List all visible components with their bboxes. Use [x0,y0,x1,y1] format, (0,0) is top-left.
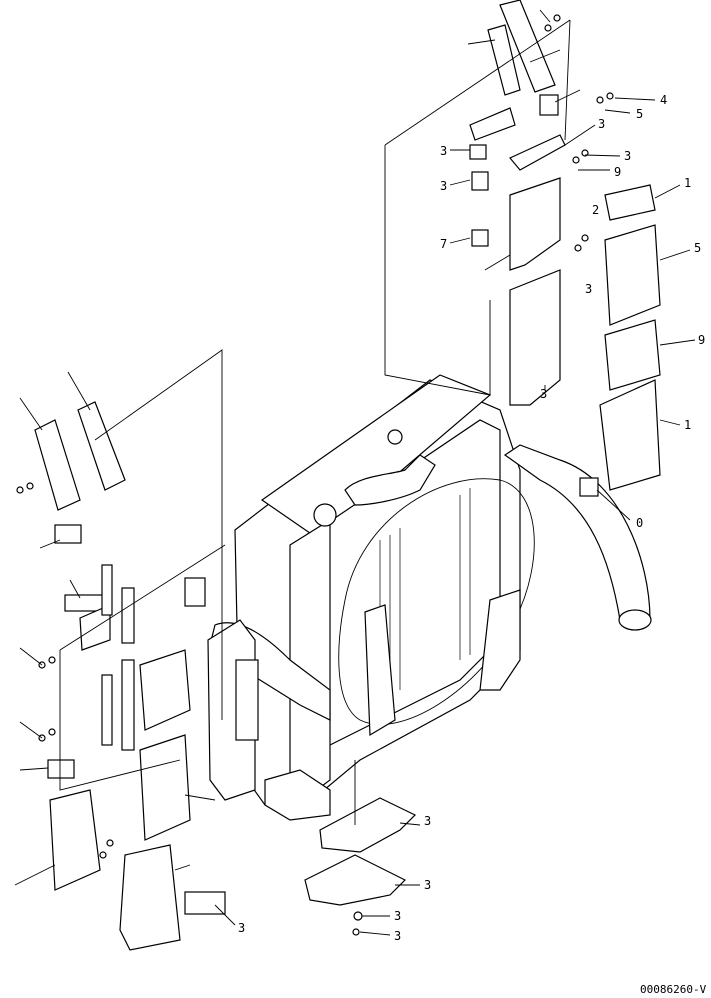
bolt-icon [581,149,589,157]
outlet-tube-end [618,609,652,631]
group-boundary-left [59,349,226,791]
callout: 3 [424,814,431,828]
radiator-assembly [207,374,652,821]
seal-block-9 [604,319,661,391]
left-bottom-block [119,844,181,951]
seal-panel-5 [604,224,661,326]
bolt-icon [574,244,582,252]
callout: 1 [684,176,691,190]
callout: 2 [592,203,599,217]
bolt-icon [572,156,580,164]
left-pad-a [54,524,82,544]
seal-block-1 [604,184,656,221]
filler-cap [313,503,337,527]
left-strip-d [101,674,113,746]
pad-small-a [539,94,559,116]
bolt-icon [26,482,34,490]
callout: 5 [636,107,643,121]
pad-small-c [471,171,489,191]
bolt-icon [16,486,24,494]
callout: 3 [598,117,605,131]
group-boundary-top [384,19,571,396]
callout: 4 [660,93,667,107]
callout: 3 [424,878,431,892]
left-parts [16,349,226,951]
callout: 3 [540,387,547,401]
left-pad-e [184,577,206,607]
leader-lines [14,9,696,936]
callout: 1 [684,418,691,432]
cover-top-a [499,0,556,93]
angle-bracket [509,134,566,171]
callout: 9 [614,165,621,179]
side-bracket-plate [235,659,259,741]
bolt-icon [581,234,589,242]
left-cover-b [77,401,126,491]
bottom-plate-a [319,797,417,853]
left-plate [49,789,101,891]
bottom-parts [304,760,417,936]
lower-support-foot [264,769,331,821]
left-strip-b [121,587,135,644]
left-pad-d [47,759,75,779]
callout: 3 [585,282,592,296]
bolt-icon [553,14,561,22]
callout: 3 [440,179,447,193]
callout: 5 [694,241,701,255]
callout: 3 [238,921,245,935]
cover-top-b [487,24,521,96]
pad-small-d [471,229,489,247]
cover-strip [469,107,516,141]
callout: 3 [394,909,401,923]
frame-right-bracket [479,589,521,691]
drawing-code: 00086260-V [640,983,707,996]
left-panel-a [139,649,191,731]
callouts: 4 5 3 9 3 1 5 9 1 0 2 3 3 3 3 7 3 3 3 3 … [238,93,705,943]
fitting-top [387,429,403,445]
bolt-icon [544,24,552,32]
left-panel-b [139,734,191,841]
callout: 3 [624,149,631,163]
upper-hose [344,454,436,506]
left-strip-a [101,564,113,616]
left-cover-a [34,419,81,511]
pad-small-e [579,477,599,497]
bottom-plate-b [304,854,407,906]
intake-pipe [364,604,396,737]
left-pad-b [64,594,106,612]
side-cover-lower [509,269,561,406]
callout: 0 [636,516,643,530]
bolt-icon [48,728,56,736]
callout: 3 [440,144,447,158]
bolt-icon [48,656,56,664]
seal-panel-1 [599,379,661,491]
callout: 3 [394,929,401,943]
bolt-icon [596,96,604,104]
top-right-parts [384,0,661,497]
bolt-icon [352,928,360,936]
left-strip-c [121,659,135,751]
bolt-icon [106,839,114,847]
side-cover-upper [509,177,561,271]
callout: 7 [440,237,447,251]
pad-small-b [469,144,487,160]
callout: 9 [698,333,705,347]
left-pad-c [184,891,226,915]
side-bracket-left [289,518,331,812]
washer-icon [353,911,363,921]
bolt-icon [99,851,107,859]
bolt-icon [606,92,614,100]
